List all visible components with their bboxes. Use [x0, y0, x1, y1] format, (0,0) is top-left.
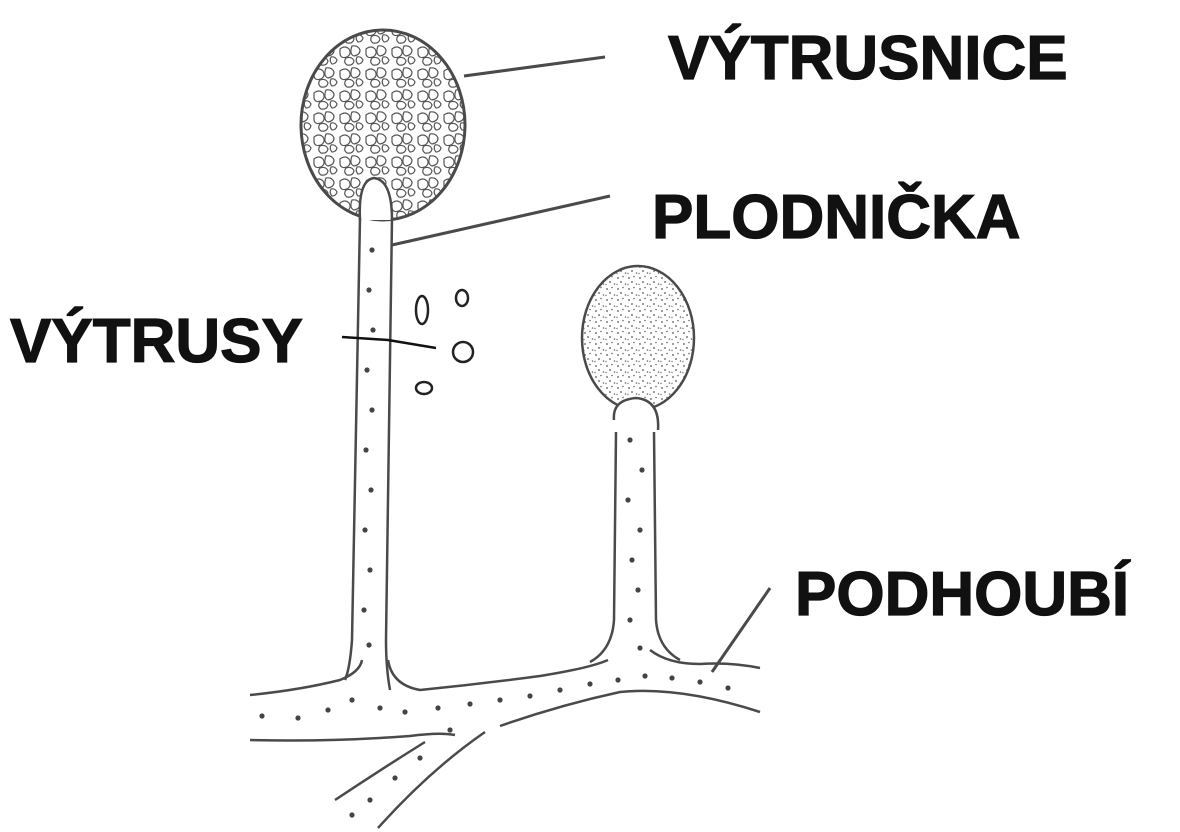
- label-mycelium: PODHOUBÍ: [795, 560, 1131, 629]
- stalk-short-right: [654, 432, 680, 660]
- short-sporangiophore: [582, 266, 694, 662]
- spore: [416, 296, 428, 324]
- released-spores: [416, 290, 473, 394]
- spore: [453, 342, 473, 362]
- hypha-lower-edge: [250, 734, 455, 741]
- hypha-upper-edge-far-right: [650, 650, 760, 668]
- stalk-tall-right: [386, 218, 392, 690]
- spore: [416, 382, 432, 394]
- columella-short: [614, 398, 658, 430]
- leader-mycelium: [712, 588, 770, 672]
- tall-sporangiophore: [301, 30, 465, 690]
- spore: [456, 290, 468, 306]
- leader-sporangium: [464, 57, 605, 76]
- sporangium-short: [582, 266, 694, 410]
- label-sporangium: VÝTRUSNICE: [668, 24, 1068, 93]
- hypha-nuclei: [259, 673, 730, 817]
- stalk-short-nuclei: [625, 437, 644, 650]
- label-spores: VÝTRUSY: [10, 307, 303, 376]
- hypha-lower-edge-right: [500, 691, 760, 726]
- label-sporangiophore: PLODNIČKA: [652, 183, 1021, 252]
- hypha-upper-edge-right: [388, 660, 608, 690]
- mycelium-hyphae: [250, 650, 760, 828]
- stalk-short-left: [590, 432, 616, 662]
